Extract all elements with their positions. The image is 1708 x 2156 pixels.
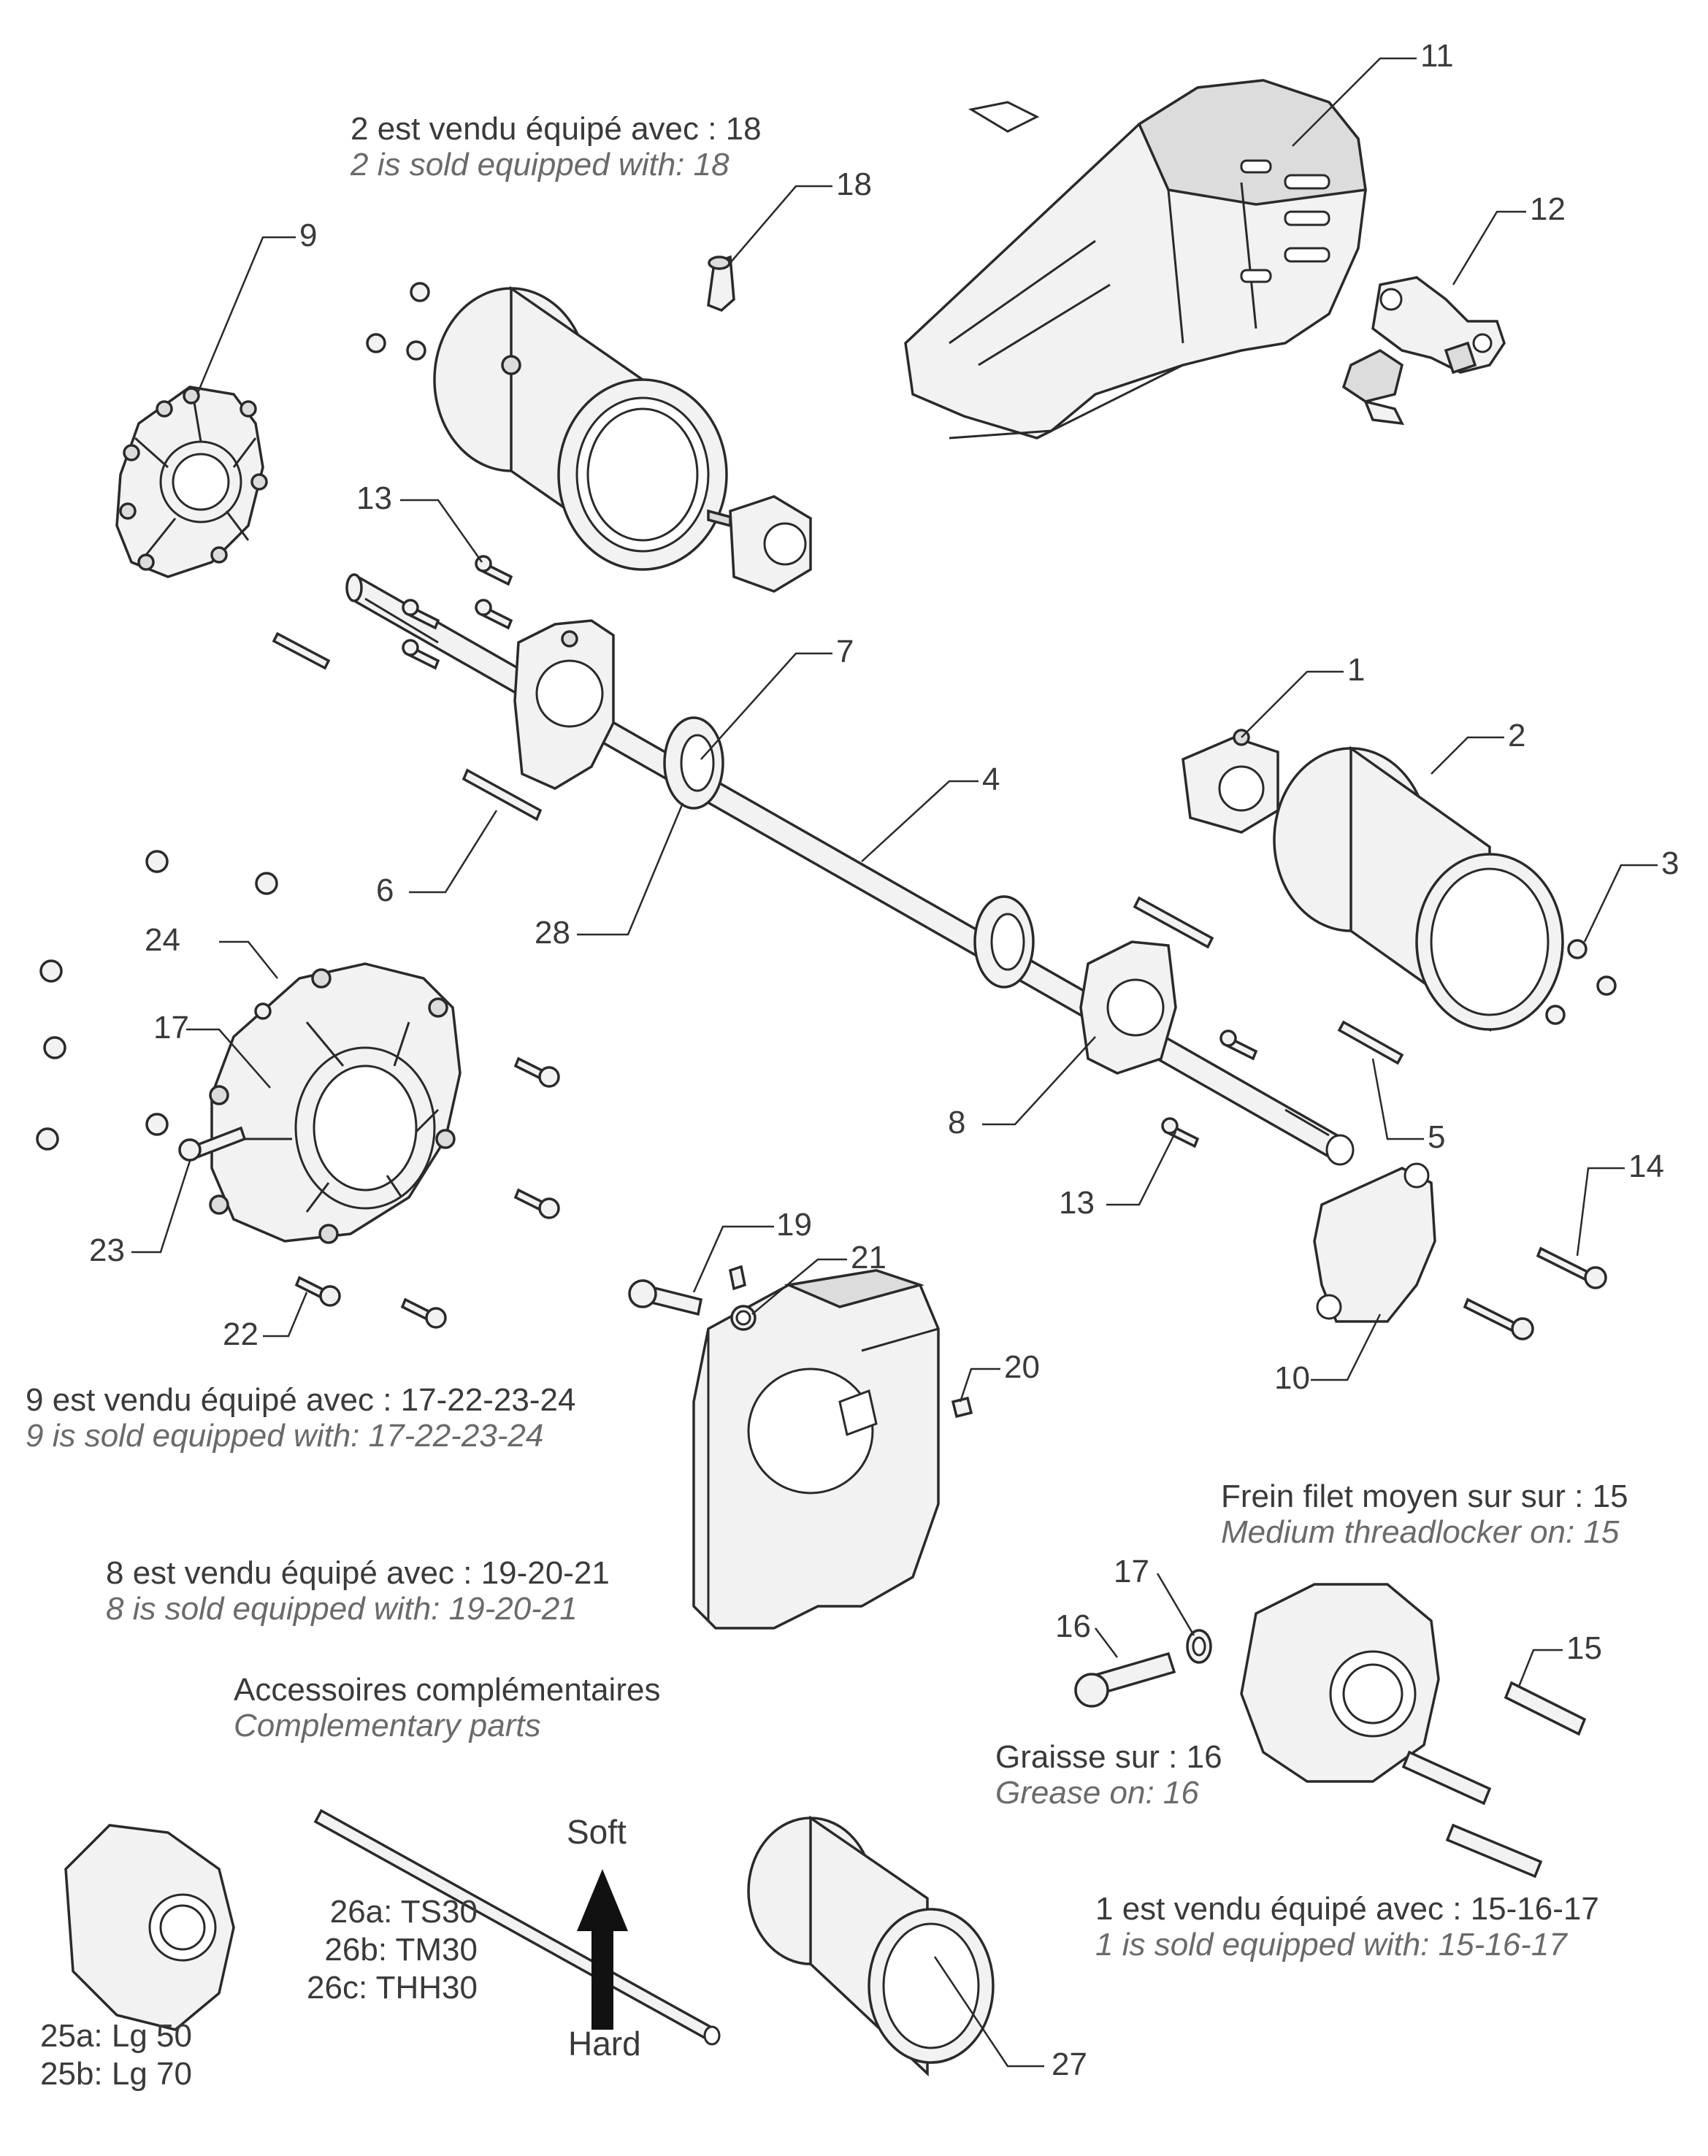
callout-23: 23 (89, 1232, 125, 1268)
part-16-bolt (1074, 1651, 1176, 1708)
callout-14: 14 (1628, 1148, 1664, 1184)
bearing-right (973, 895, 1035, 989)
part-5-key (1337, 1020, 1404, 1065)
callout-28: 28 (535, 915, 570, 951)
callout-11: 11 (1420, 38, 1454, 74)
label-soft: Soft (567, 1813, 627, 1851)
note-threadlocker-fr: Frein filet moyen sur sur : 15 (1221, 1478, 1628, 1514)
part-27-rim-accessory (747, 1815, 995, 2077)
label-26a: 26a: TS30 (329, 1894, 478, 1930)
callout-21: 21 (851, 1240, 886, 1275)
part-1-hub-top (707, 495, 812, 593)
hardness-arrow (577, 1869, 628, 2030)
callout-17-right: 17 (1114, 1554, 1149, 1589)
note-grease: Graisse sur : 16 Grease on: 16 (995, 1739, 1222, 1811)
callout-19: 19 (776, 1207, 812, 1243)
part-7-bearing (663, 716, 724, 810)
part-2-rim-right (1273, 745, 1564, 1032)
note-threadlocker-en: Medium threadlocker on: 15 (1221, 1514, 1620, 1551)
label-hard: Hard (568, 2025, 641, 2063)
key-right (1133, 896, 1214, 949)
callout-1: 1 (1347, 652, 1366, 688)
callout-6: 6 (376, 872, 394, 908)
part-9-hub-large (178, 962, 462, 1244)
accessory-26-labels: 26a: TS30 26b: TM30 26c: THH30 (307, 1893, 478, 2007)
callout-2: 2 (1508, 718, 1526, 753)
note-threadlocker: Frein filet moyen sur sur : 15 Medium th… (1221, 1478, 1628, 1551)
pin-small (728, 1265, 747, 1291)
note-accessories: Accessoires complémentaires Complementar… (234, 1672, 660, 1744)
part-25-hub-accessory (64, 1824, 235, 2031)
part-14-bolts (1463, 1246, 1607, 1340)
callout-13-top: 13 (356, 480, 392, 516)
note-part-8: 8 est vendu équipé avec : 19-20-21 8 is … (106, 1555, 610, 1627)
bearing-holder-left (513, 619, 615, 790)
label-26b: 26b: TM30 (324, 1931, 478, 1968)
callout-3: 3 (1661, 845, 1680, 881)
bolts-13-right (1161, 1029, 1258, 1148)
callout-5: 5 (1428, 1119, 1446, 1155)
note-accessories-fr: Accessoires complémentaires (234, 1672, 661, 1708)
part-12-bracket (1341, 276, 1506, 426)
part-17-washer (1186, 1629, 1212, 1664)
label-25a: 25a: Lg 50 (40, 2018, 192, 2054)
part-18-valve (707, 255, 735, 312)
part-22-bolts (294, 1056, 560, 1329)
callout-8: 8 (948, 1105, 966, 1140)
callout-10: 10 (1274, 1360, 1310, 1396)
callout-4: 4 (982, 761, 1000, 797)
callout-22: 22 (223, 1316, 259, 1352)
callout-20: 20 (1004, 1349, 1040, 1385)
part-6-key (462, 768, 543, 821)
bolts-13-top (402, 555, 513, 670)
part-11-chain-guard (904, 79, 1367, 440)
part-3-nuts (1545, 939, 1617, 1025)
note-part-9-fr: 9 est vendu équipé avec : 17-22-23-24 (26, 1382, 576, 1418)
callout-9: 9 (299, 218, 318, 253)
label-26c: 26c: THH30 (307, 1969, 478, 2006)
part-8-bearing-holder (1079, 940, 1177, 1075)
loose-nuts (36, 850, 278, 1151)
part-21-washer (730, 1305, 757, 1331)
callout-12: 12 (1530, 191, 1566, 227)
note-part-1: 1 est vendu équipé avec : 15-16-17 1 is … (1095, 1891, 1599, 1963)
part-1-hub-right (1182, 729, 1279, 834)
callout-15: 15 (1566, 1630, 1602, 1666)
note-part-8-fr: 8 est vendu équipé avec : 19-20-21 (106, 1555, 610, 1591)
note-part-2: 2 est vendu équipé avec : 18 2 is sold e… (351, 111, 762, 183)
key-top (272, 632, 331, 670)
note-part-2-fr: 2 est vendu équipé avec : 18 (351, 111, 762, 147)
note-part-9: 9 est vendu équipé avec : 17-22-23-24 9 … (26, 1382, 575, 1454)
note-grease-fr: Graisse sur : 16 (995, 1739, 1222, 1775)
note-part-1-fr: 1 est vendu équipé avec : 15-16-17 (1095, 1891, 1599, 1927)
note-accessories-en: Complementary parts (234, 1708, 541, 1744)
note-part-8-en: 8 is sold equipped with: 19-20-21 (106, 1591, 578, 1627)
label-25b: 25b: Lg 70 (40, 2055, 192, 2092)
note-part-1-en: 1 is sold equipped with: 15-16-17 (1095, 1927, 1567, 1963)
part-2-rim-top (433, 285, 728, 571)
callout-16: 16 (1055, 1608, 1091, 1644)
callout-13-right: 13 (1059, 1185, 1095, 1221)
callout-7: 7 (836, 634, 854, 670)
callout-27: 27 (1052, 2046, 1087, 2082)
part-19-bolt (628, 1279, 703, 1316)
leader-lines (131, 57, 1658, 2068)
part-10-plate (1313, 1162, 1436, 1323)
note-part-2-en: 2 is sold equipped with: 18 (351, 147, 729, 183)
part-1-hub-detail (1240, 1583, 1440, 1783)
part-8-bearing-holder-large (692, 1269, 940, 1630)
small-nuts-top (366, 282, 430, 361)
part-26-axle-accessory (313, 1808, 721, 2046)
callout-17-left: 17 (153, 1010, 189, 1046)
part-15-pins (1401, 1681, 1587, 1879)
callout-24: 24 (145, 922, 180, 958)
note-part-9-en: 9 is sold equipped with: 17-22-23-24 (26, 1418, 544, 1454)
callout-18: 18 (836, 166, 872, 202)
part-9-hub-small (115, 385, 268, 578)
accessory-25-labels: 25a: Lg 50 25b: Lg 70 (40, 2017, 192, 2093)
part-20-pin (951, 1396, 973, 1419)
note-grease-en: Grease on: 16 (995, 1775, 1199, 1811)
